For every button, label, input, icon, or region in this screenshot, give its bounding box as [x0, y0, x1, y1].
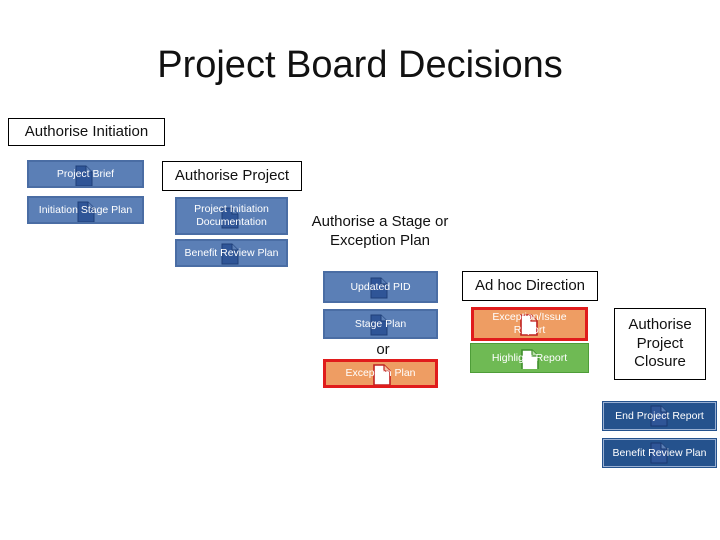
or-label: or [376, 341, 390, 358]
product-label: Initiation Stage Plan [38, 203, 133, 216]
product-label: Exception Plan [345, 367, 416, 380]
document-icon [75, 165, 93, 186]
document-icon [221, 207, 239, 229]
product-label: End Project Report [615, 409, 704, 422]
document-icon [650, 442, 668, 464]
product-label: Exception/Issue Report [492, 311, 567, 336]
authorise-closure-label: Authorise Project Closure [614, 308, 706, 380]
document-icon [77, 201, 95, 222]
product-label: Updated PID [350, 280, 411, 293]
authorise-stage-label: Authorise a Stage or Exception Plan [311, 213, 449, 249]
document-icon [370, 277, 388, 299]
product-label: Project Initiation Documentation [194, 203, 269, 228]
product-initiation-stage-plan: Initiation Stage Plan [27, 196, 144, 224]
authorise-project-label: Authorise Project [162, 161, 302, 191]
product-label: Stage Plan [354, 317, 407, 330]
product-label: Highlight Report [491, 351, 568, 364]
document-icon [650, 405, 668, 427]
document-icon [221, 243, 239, 265]
product-updated-pid: Updated PID [323, 271, 438, 303]
document-icon [373, 364, 391, 385]
product-exception-plan: Exception Plan [323, 359, 438, 388]
product-exception-issue-report: Exception/Issue Report [471, 307, 588, 341]
product-project-brief: Project Brief [27, 160, 144, 188]
document-icon [370, 314, 388, 336]
ad-hoc-direction-label: Ad hoc Direction [462, 271, 598, 301]
document-icon [520, 314, 538, 336]
product-label: Project Brief [56, 167, 115, 180]
document-icon [521, 349, 539, 369]
authorise-initiation-label: Authorise Initiation [8, 118, 165, 146]
page-title: Project Board Decisions [157, 44, 563, 86]
product-pid: Project Initiation Documentation [175, 197, 288, 235]
product-benefit-review-plan-closure: Benefit Review Plan [603, 439, 716, 467]
product-label: Benefit Review Plan [612, 446, 707, 459]
product-end-project-report: End Project Report [603, 402, 716, 430]
product-stage-plan: Stage Plan [323, 309, 438, 339]
product-benefit-review-plan: Benefit Review Plan [175, 239, 288, 267]
product-label: Benefit Review Plan [184, 246, 279, 259]
product-highlight-report: Highlight Report [471, 344, 588, 372]
